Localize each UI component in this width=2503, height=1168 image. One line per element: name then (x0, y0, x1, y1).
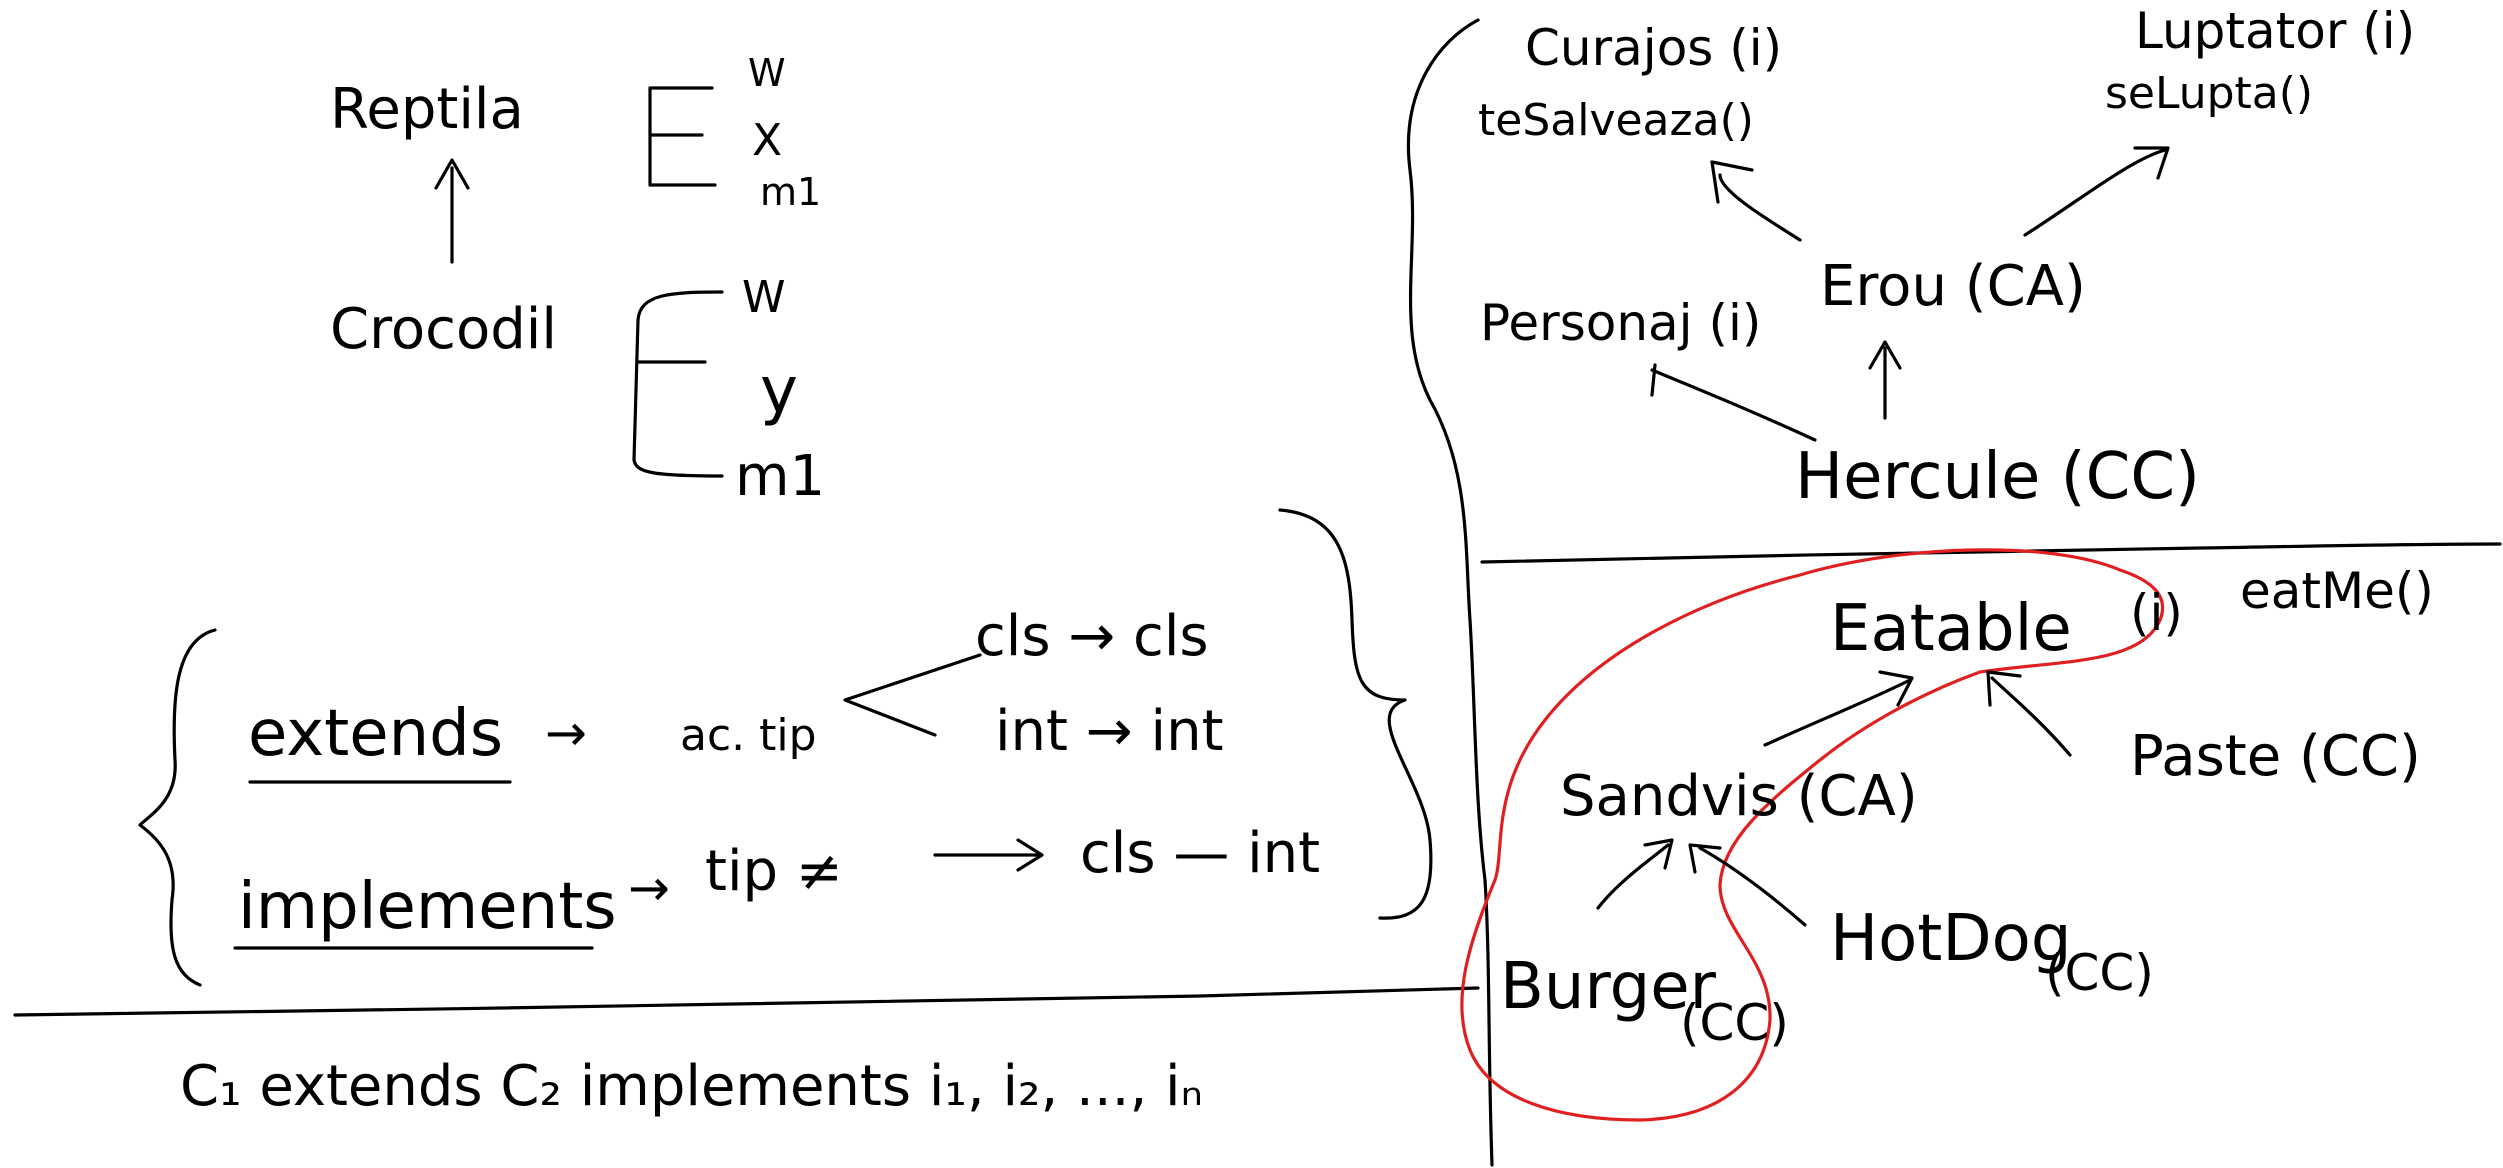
reptila-label: Reptila (330, 77, 524, 142)
rules-group: extends → ac. tip cls → cls int → int im… (138, 508, 1433, 987)
curajos-interface: Curajos (i) (1525, 19, 1782, 77)
reptila-member-x: X (752, 115, 782, 166)
highlight-outline (1460, 548, 2165, 1122)
hercule-class: Hercule (CC) (1795, 440, 2200, 514)
int-to-int: int → int (995, 699, 1224, 764)
inheritance-arrow-crocodil-reptila (434, 158, 470, 264)
diff-type-arrow (933, 838, 1044, 872)
hotdog-class: HotDog (1830, 902, 2071, 976)
reptila-member-m1: m1 (760, 170, 821, 214)
crocodil-member-m1: m1 (735, 444, 825, 509)
te-salveaza-method: teSalveaza() (1478, 95, 1754, 146)
same-type-label: ac. tip (680, 710, 817, 761)
arrow-erou-luptator (2023, 146, 2170, 237)
sandvis-class: Sandvis (CA) (1560, 764, 1918, 829)
split-chevron (843, 653, 982, 737)
extends-arrow: → (545, 704, 587, 762)
eatable-interface: Eatable (1830, 592, 2072, 666)
arrow-hercule-erou (1868, 340, 1902, 420)
rules-right-brace (1278, 508, 1433, 920)
arrow-burger-sandvis (1596, 838, 1674, 910)
diff-type-label: tip ≠ (705, 839, 843, 904)
cls-to-int: cls — int (1080, 821, 1320, 886)
reptila-brace (648, 86, 717, 187)
vertical-divider (1407, 18, 1494, 1167)
horizontal-divider-right (1480, 542, 2502, 564)
arrow-erou-curajos (1710, 160, 1802, 242)
personaj-interface: Personaj (i) (1480, 294, 1761, 352)
arrow-paste-eatable (1986, 670, 2072, 757)
crocodil-member-y: y (760, 354, 798, 428)
arrow-hercule-personaj (1650, 363, 1817, 442)
arrow-sandvis-eatable (1763, 670, 1914, 747)
hotdog-tag: (CC) (2045, 944, 2154, 1002)
syntax-line: C₁ extends C₂ implements i₁, i₂, ..., iₙ (180, 1054, 1203, 1119)
crocodil-brace (632, 290, 724, 478)
hero-hierarchy: Curajos (i) teSalveaza() Luptator (i) se… (1478, 2, 2415, 514)
horizontal-divider-left (13, 986, 1480, 1017)
luptator-interface: Luptator (i) (2135, 2, 2415, 60)
food-hierarchy: Eatable (i) eatMe() Paste (CC) Sandvis (… (1460, 548, 2434, 1122)
crocodil-label: Crocodil (330, 297, 557, 362)
eatable-tag: (i) (2130, 584, 2183, 642)
se-lupta-method: seLupta() (2105, 68, 2313, 119)
implements-keyword: implements (238, 870, 617, 944)
arrow-hotdog-sandvis (1688, 843, 1807, 927)
burger-class: Burger (1500, 950, 1717, 1024)
erou-class: Erou (CA) (1820, 254, 2086, 319)
extends-keyword: extends (248, 697, 503, 771)
reptila-member-w: W (748, 51, 786, 95)
cls-to-cls: cls → cls (975, 604, 1209, 669)
implements-arrow: → (628, 859, 670, 917)
burger-tag: (CC) (1680, 994, 1789, 1052)
rules-left-brace (138, 628, 217, 987)
paste-class: Paste (CC) (2130, 724, 2421, 789)
eat-me-method: eatMe() (2240, 562, 2434, 620)
reptila-group: Reptila W X m1 Crocodil W y m1 (330, 51, 825, 509)
syntax-text: C₁ extends C₂ implements i₁, i₂, ..., iₙ (180, 1054, 1203, 1119)
crocodil-member-w: W (742, 272, 786, 323)
